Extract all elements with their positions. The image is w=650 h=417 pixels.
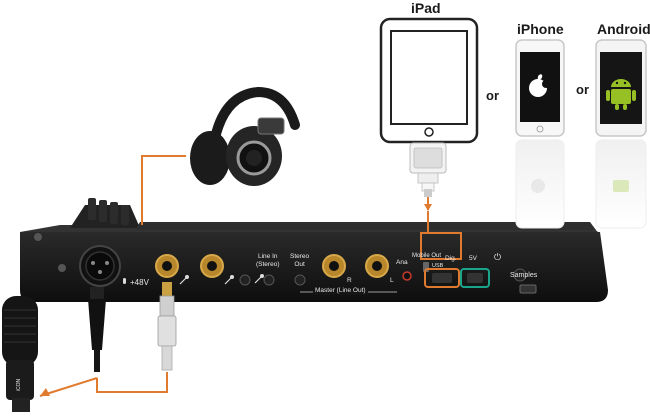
mobile-out-label: Mobile Out (412, 253, 442, 259)
android-label: Android (597, 21, 650, 37)
master-l-label: L (390, 277, 394, 284)
five-volt-label: 5V (469, 255, 477, 262)
power-icon: ⏻ (494, 252, 502, 262)
ipad-image (379, 17, 479, 197)
digital-label: Dig. (445, 255, 457, 262)
xlr-cable (88, 287, 106, 372)
phantom-power-label: +48V (130, 278, 149, 287)
master-line-out-label: Master (Line Out) (313, 287, 368, 295)
line-in-label: Line In (Stereo) (256, 253, 280, 268)
ipad-label: iPad (411, 0, 441, 16)
svg-text:iCON: iCON (16, 379, 22, 392)
samples-label: Samples (510, 272, 538, 279)
connection-lines (39, 155, 462, 397)
quarter-inch-cable (157, 282, 177, 371)
stereo-out-label: Stereo Out (290, 253, 310, 268)
master-r-label: R (347, 277, 352, 284)
analog-label: Ana (396, 259, 408, 266)
android-phone-image (595, 39, 647, 229)
headphones-image (190, 86, 300, 186)
or-label-2: or (576, 82, 589, 97)
or-label-1: or (486, 88, 499, 103)
microphone-image: iCON (2, 296, 38, 412)
iphone-image (515, 39, 565, 229)
android-robot-icon (606, 79, 636, 110)
apple-logo-icon (529, 74, 550, 97)
iphone-reflection-logo (531, 179, 545, 193)
iphone-label: iPhone (517, 21, 564, 37)
usb-label: USB (432, 263, 444, 269)
